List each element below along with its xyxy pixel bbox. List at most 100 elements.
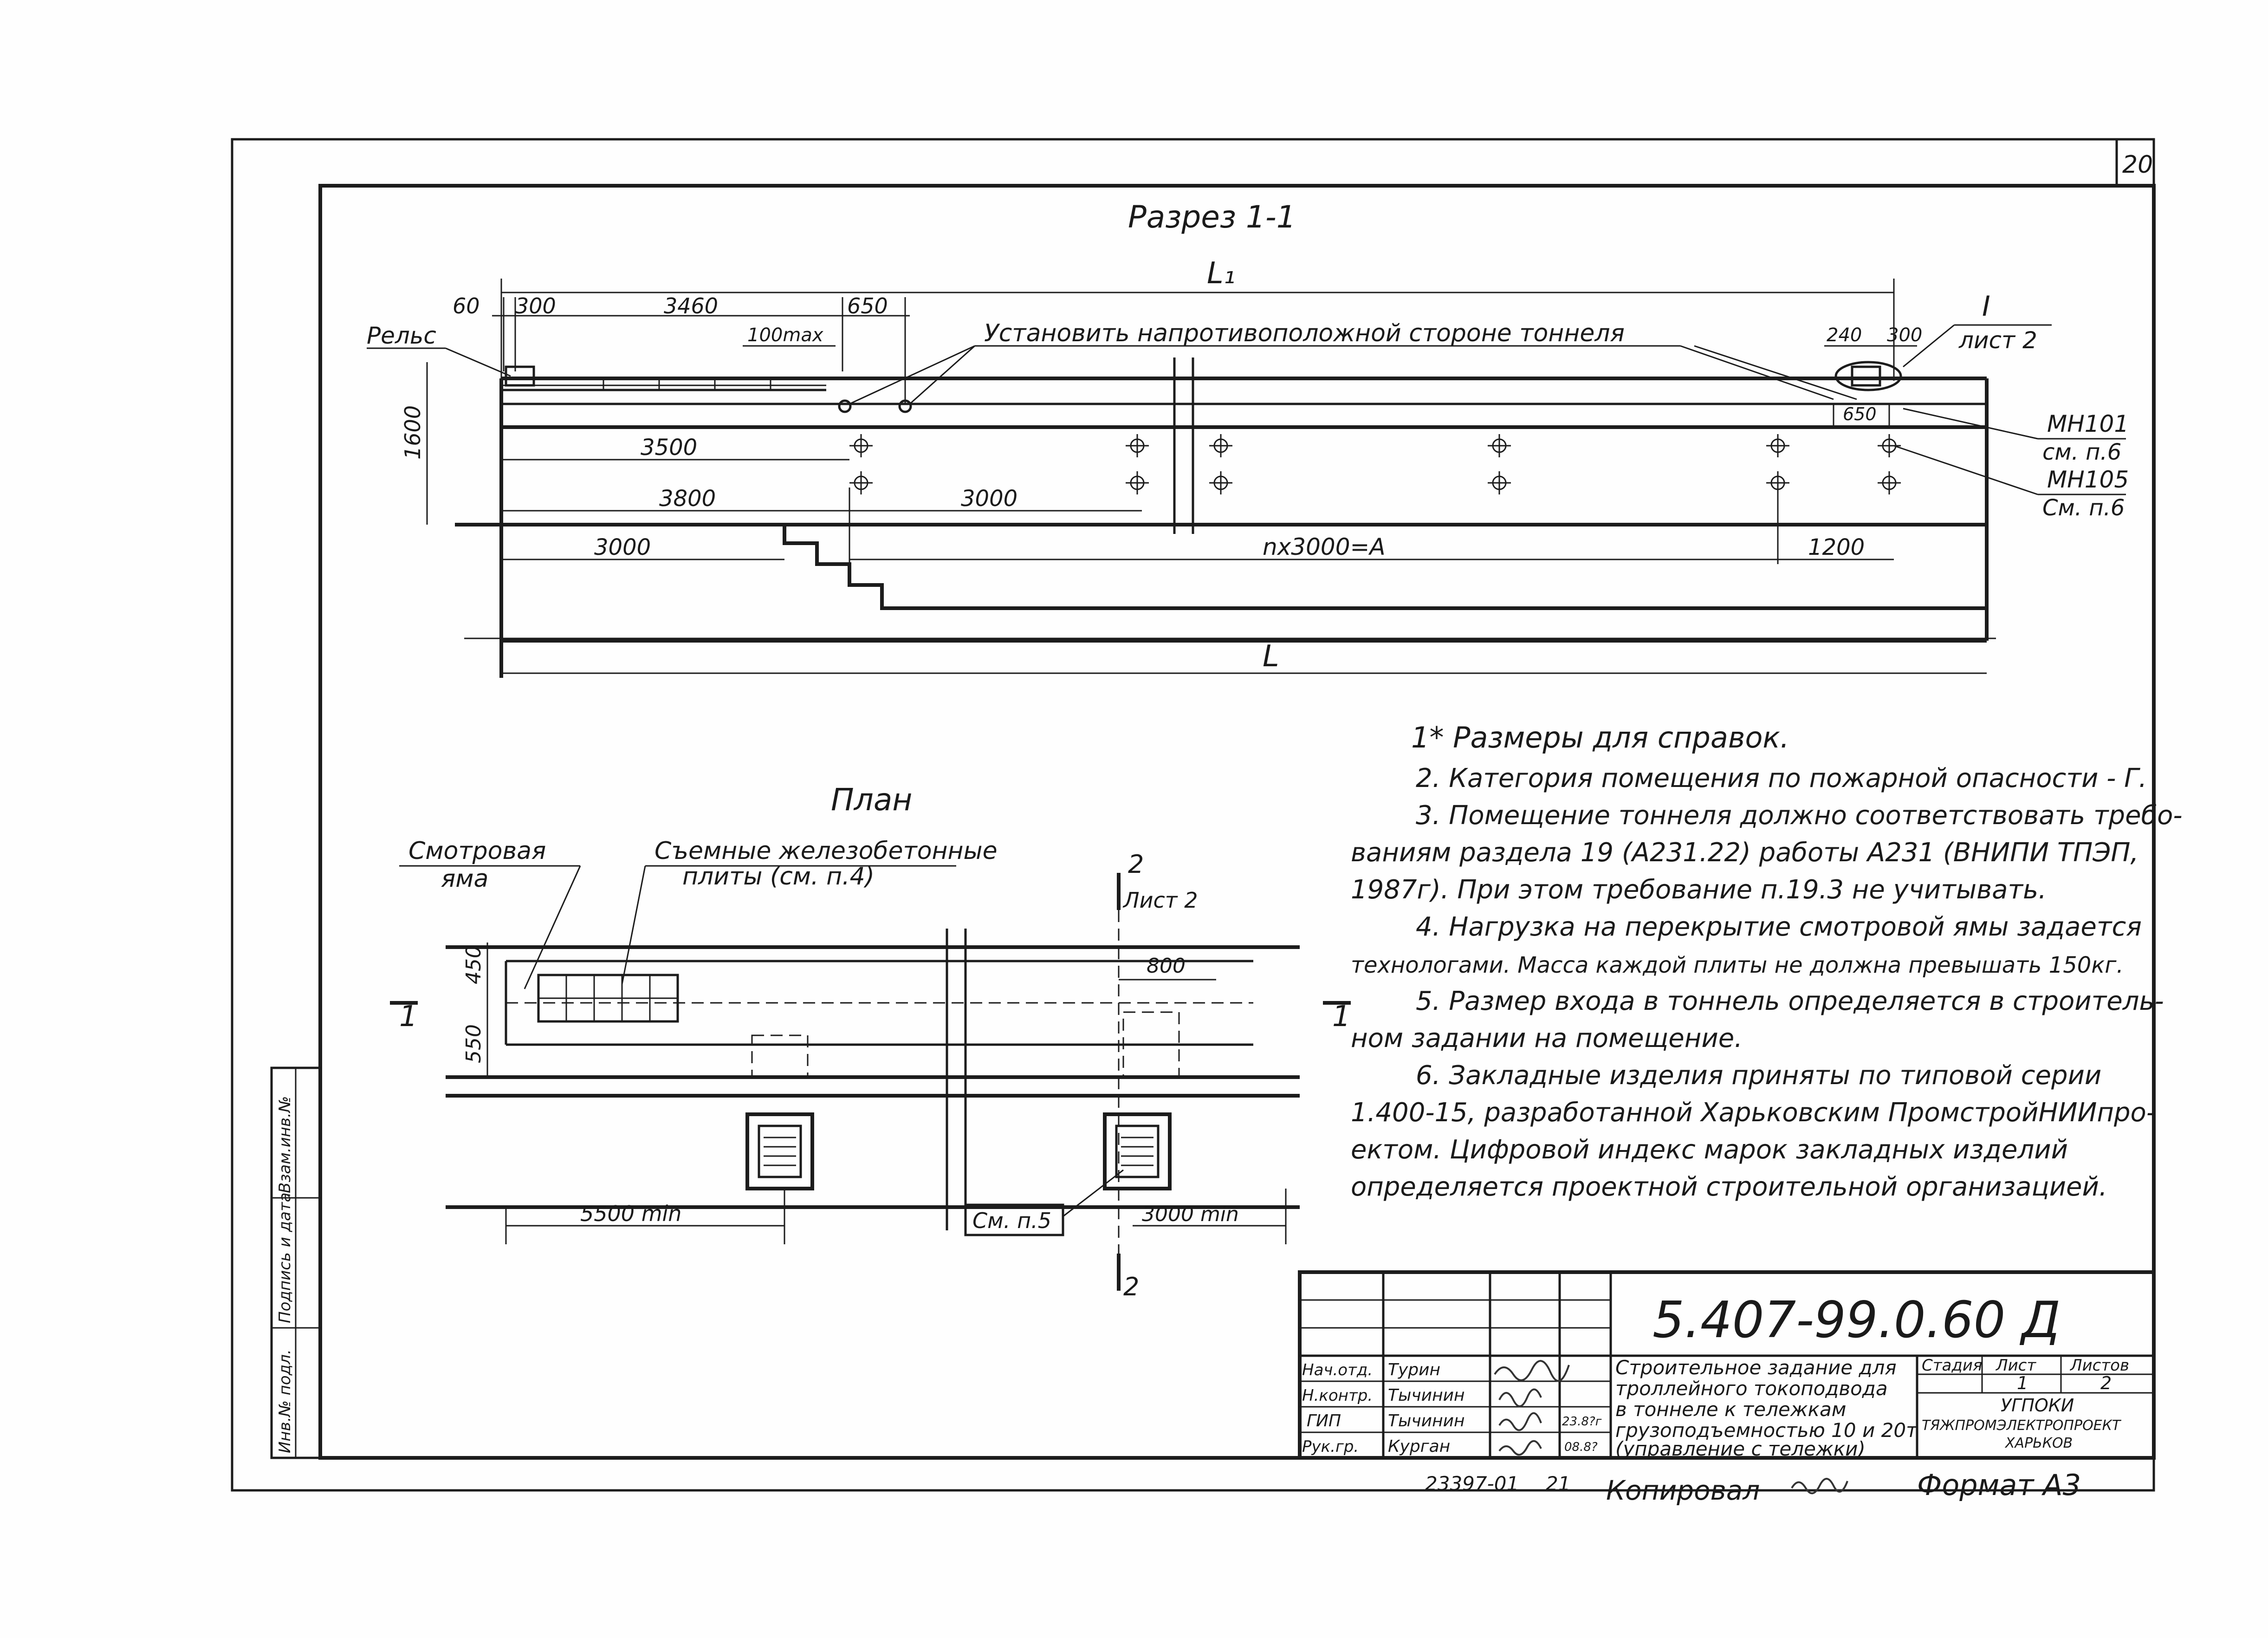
- section-L1: L₁: [1207, 256, 1235, 291]
- stamp-replace-label: Взам.инв.№: [276, 1096, 294, 1193]
- ref-mark-I: I: [1982, 290, 1990, 323]
- name-1: Турин: [1388, 1360, 1440, 1379]
- note-line-7: технологами. Масса каждой плиты не должн…: [1351, 952, 2124, 978]
- cut-2-top: 2: [1128, 850, 1144, 879]
- signature-3: [1498, 1412, 1542, 1431]
- mark-MN105-ref: См. п.6: [2042, 495, 2125, 521]
- note-line-5: 1987г). При этом требование п.19.3 не уч…: [1351, 875, 2047, 905]
- copier-signature: [1791, 1478, 1848, 1495]
- dim-300-right: 300: [1887, 325, 1922, 346]
- ref-sheet-2: лист 2: [1958, 327, 2037, 354]
- dim-550: 550: [462, 1024, 486, 1063]
- slabs-label-1: Съемные железобетонные: [654, 837, 998, 865]
- dim-1200: 1200: [1808, 534, 1865, 560]
- dim-nx3000: nx3000=A: [1263, 533, 1386, 560]
- dim-3800: 3800: [659, 486, 716, 512]
- install-note: Установить напротивоположной стороне тон…: [984, 319, 1625, 347]
- org-line-3: ХАРЬКОВ: [2004, 1435, 2073, 1451]
- removable-slabs: [537, 974, 679, 1023]
- note-line-1: 1* Размеры для справок.: [1411, 721, 1789, 754]
- note-line-9: ном задании на помещение.: [1351, 1023, 1743, 1053]
- stage-header: Стадия: [1922, 1356, 1982, 1375]
- note-line-4: ваниям раздела 19 (А231.22) работы А231 …: [1351, 838, 2138, 868]
- note-line-11: 1.400-15, разработанной Харьковским Пром…: [1351, 1098, 2156, 1128]
- rail-label: Рельс: [367, 322, 436, 349]
- pit-label-1: Смотровая: [408, 837, 546, 865]
- sheets-header: Листов: [2069, 1356, 2129, 1375]
- cut-1-left: 1: [399, 999, 417, 1033]
- role-3: ГИП: [1307, 1411, 1341, 1430]
- dim-450: 450: [462, 945, 486, 984]
- entrance-right: [1103, 1112, 1172, 1190]
- copied-label: Копировал: [1606, 1475, 1760, 1506]
- date-4: 08.8?: [1564, 1440, 1598, 1454]
- plan-title: План: [831, 782, 912, 818]
- dim-650-top: 650: [847, 293, 888, 318]
- bottom-code-2: 21: [1546, 1472, 1570, 1495]
- note-line-10: 6. Закладные изделия приняты по типовой …: [1416, 1060, 2101, 1091]
- section-L: L: [1263, 639, 1279, 674]
- dim-5500min: 5500 min: [580, 1201, 681, 1226]
- doc-desc-2: троллейного токоподвода: [1615, 1377, 1888, 1400]
- dim-300-left: 300: [515, 293, 556, 318]
- sheet-number: 20: [2122, 151, 2153, 179]
- dim-800: 800: [1147, 954, 1186, 978]
- org-line-2: ТЯЖПРОМЭЛЕКТРОПРОЕКТ: [1922, 1417, 2122, 1434]
- dim-3000min: 3000 min: [1142, 1202, 1239, 1226]
- role-1: Нач.отд.: [1302, 1361, 1373, 1379]
- dim-100max: 100max: [747, 325, 823, 346]
- sheets-value: 2: [2100, 1373, 2112, 1393]
- note-line-3: 3. Помещение тоннеля должно соответствов…: [1416, 800, 2183, 831]
- org-line-1: УГПОКИ: [2001, 1395, 2074, 1416]
- rail-right: [1851, 365, 1881, 387]
- dim-3000-mid: 3000: [961, 486, 1017, 512]
- dim-3500: 3500: [641, 435, 697, 461]
- inner-frame: [318, 184, 2156, 1460]
- title-block: [1298, 1270, 2156, 1460]
- notes: 1* Размеры для справок. 2. Категория пом…: [1351, 721, 2183, 1202]
- mark-MN101-ref: см. п.6: [2042, 439, 2121, 465]
- doc-desc-1: Строительное задание для: [1615, 1356, 1897, 1379]
- name-4: Курган: [1388, 1437, 1450, 1456]
- name-3: Тычинин: [1388, 1411, 1465, 1430]
- role-4: Рук.гр.: [1302, 1437, 1359, 1456]
- entrance-left: [745, 1112, 814, 1190]
- format-label: Формат А3: [1917, 1468, 2081, 1502]
- note-line-13: определяется проектной строительной орга…: [1351, 1172, 2107, 1202]
- section-title: Разрез 1-1: [1128, 199, 1296, 235]
- slabs-label-2: плиты (см. п.4): [682, 863, 875, 890]
- signature-1: [1494, 1360, 1570, 1382]
- doc-desc-5: (управление с тележки): [1615, 1437, 1866, 1460]
- role-2: Н.контр.: [1302, 1386, 1373, 1405]
- dim-650-right: 650: [1843, 404, 1877, 424]
- embedded-items: [838, 399, 1901, 494]
- stamp-sign-label: Подпись и дата: [276, 1192, 294, 1323]
- mark-MN105: МН105: [2047, 466, 2129, 493]
- sheet-value: 1: [2017, 1373, 2028, 1393]
- pit-label-2: яма: [441, 865, 488, 893]
- note-line-8: 5. Размер входа в тоннель определяется в…: [1416, 986, 2164, 1016]
- dim-60: 60: [453, 293, 480, 318]
- stamp-inv-label: Инв.№ подл.: [276, 1349, 294, 1453]
- cut-1-right: 1: [1332, 999, 1350, 1033]
- signature-4: [1498, 1440, 1542, 1456]
- dim-3460: 3460: [664, 293, 718, 318]
- bottom-code: 23397-01: [1425, 1472, 1519, 1495]
- cut-2-bottom: 2: [1123, 1272, 1139, 1301]
- sheet-header: Лист: [1995, 1356, 2036, 1375]
- note-line-6: 4. Нагрузка на перекрытие смотровой ямы …: [1416, 912, 2142, 942]
- name-2: Тычинин: [1388, 1386, 1465, 1405]
- doc-desc-3: в тоннеле к тележкам: [1615, 1398, 1846, 1421]
- see-5-label: См. п.5: [972, 1208, 1051, 1233]
- doc-desc-4: грузоподъемностью 10 и 20т: [1615, 1419, 1918, 1442]
- note-line-12: ектом. Цифровой индекс марок закладных и…: [1351, 1135, 2068, 1165]
- see-5-box: [964, 1203, 1064, 1236]
- dim-240: 240: [1827, 325, 1862, 346]
- signature-2: [1498, 1388, 1542, 1407]
- dim-3000-left: 3000: [594, 534, 651, 560]
- note-line-2: 2. Категория помещения по пожарной опасн…: [1416, 763, 2147, 793]
- dim-1600: 1600: [400, 405, 425, 460]
- mark-MN101: МН101: [2047, 410, 2129, 437]
